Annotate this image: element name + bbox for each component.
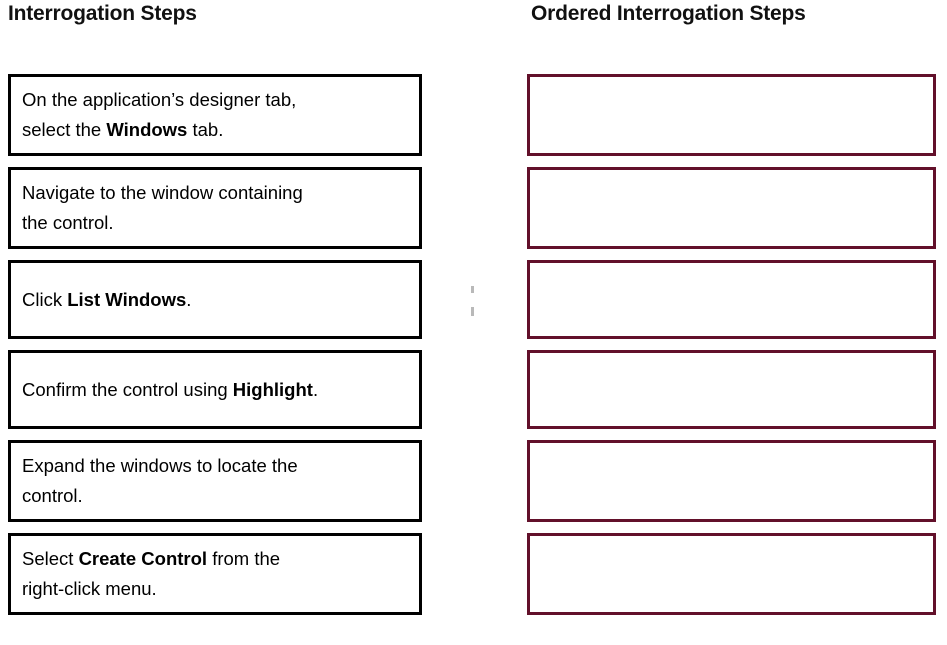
drop-slot[interactable] (527, 350, 936, 429)
source-steps-column: On the application’s designer tab, select… (8, 74, 422, 626)
step-box[interactable]: Confirm the control using Highlight. (8, 350, 422, 429)
step-text-run: Click (22, 288, 68, 310)
step-text-line: Confirm the control using Highlight. (22, 375, 410, 405)
step-text-line: On the application’s designer tab, (22, 85, 410, 115)
step-text-line: Click List Windows. (22, 285, 410, 315)
drop-slot[interactable] (527, 440, 936, 522)
drop-slot[interactable] (527, 260, 936, 339)
drop-slot[interactable] (527, 167, 936, 249)
step-text-run: Expand the windows to locate the (22, 455, 298, 477)
ordered-interrogation-steps-header: Ordered Interrogation Steps (531, 2, 806, 25)
step-text-run: Select (22, 548, 79, 570)
text-cursor-artifact (471, 286, 474, 318)
step-text-run: . (312, 378, 319, 400)
step-text-line: the control. (22, 208, 410, 238)
step-box[interactable]: On the application’s designer tab, select… (8, 74, 422, 156)
step-text-run: the control. (22, 212, 114, 233)
step-text-run: control. (22, 485, 83, 506)
step-text-line: right-click menu. (22, 574, 410, 604)
step-text-run: Navigate to the window containing (22, 182, 303, 204)
step-box[interactable]: Navigate to the window containing the con… (8, 167, 422, 249)
step-text-run: On the application’s designer tab, (22, 89, 297, 111)
step-text-run: from the (207, 548, 281, 570)
step-box[interactable]: Select Create Control from the right-clic… (8, 533, 422, 615)
step-text-run: right-click menu. (22, 578, 157, 599)
step-text-run: tab. (187, 119, 224, 140)
step-text-line: Navigate to the window containing (22, 178, 410, 208)
step-box[interactable]: Click List Windows. (8, 260, 422, 339)
drop-slot[interactable] (527, 74, 936, 156)
step-text-emphasis: Windows (106, 119, 188, 140)
step-text-run: select the (22, 119, 107, 140)
step-text-run: Confirm the control using (22, 378, 233, 400)
step-box[interactable]: Expand the windows to locate the control. (8, 440, 422, 522)
interrogation-steps-header: Interrogation Steps (8, 2, 197, 25)
step-text-line: Expand the windows to locate the (22, 451, 410, 481)
step-text-line: control. (22, 481, 410, 511)
ordered-steps-drop-column (527, 74, 936, 626)
step-text-emphasis: Highlight (232, 378, 313, 400)
drop-slot[interactable] (527, 533, 936, 615)
step-text-emphasis: List Windows (67, 288, 187, 310)
step-text-emphasis: Create Control (78, 548, 208, 570)
step-text-line: select the Windows tab. (22, 115, 410, 145)
step-text-line: Select Create Control from the (22, 544, 410, 574)
step-text-run: . (186, 288, 192, 310)
